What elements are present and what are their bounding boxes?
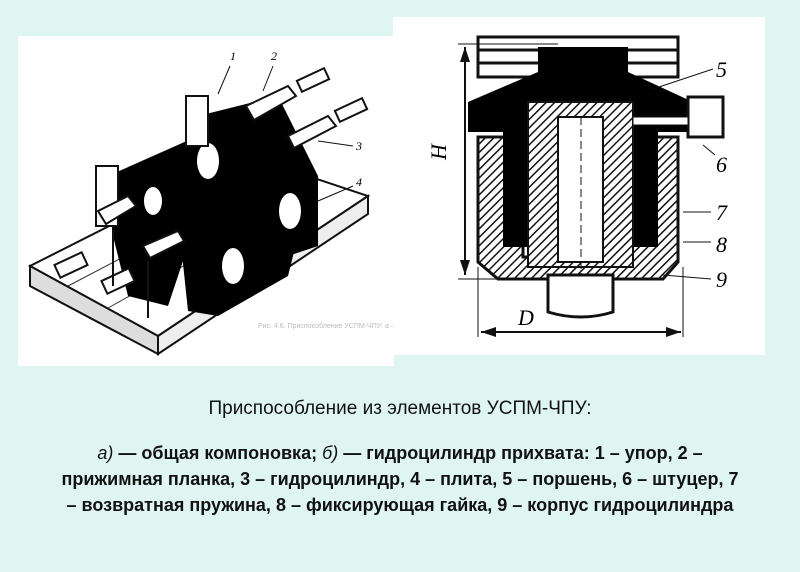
caption-a-text: — общая компоновка;	[113, 443, 323, 463]
slide-title: Приспособление из элементов УСПМ-ЧПУ:	[208, 398, 592, 419]
label-1: 1	[230, 49, 236, 63]
label-3: 3	[355, 139, 362, 153]
dimension-d: D	[517, 305, 534, 330]
dimension-h: H	[426, 143, 451, 161]
figure-b-hydraulic-cylinder: H D 5 6 7 8 9	[393, 17, 765, 355]
label-9: 9	[716, 267, 727, 292]
label-4: 4	[356, 175, 362, 189]
label-8: 8	[716, 232, 727, 257]
slide-caption: а) — общая компоновка; б) — гидроцилиндр…	[60, 440, 740, 518]
label-6: 6	[716, 152, 727, 177]
scan-caption-faded: Рис. 4.6. Приспособление УСПМ-ЧПУ: а — о…	[258, 322, 394, 330]
label-2: 2	[271, 49, 277, 63]
caption-b-text: — гидроцилиндр прихвата: 1 – упор, 2 – п…	[61, 443, 739, 515]
figure-a-fixture-assembly: 1 2 3 4 Рис. 4.6. Приспособление УСПМ-ЧП…	[18, 36, 394, 366]
caption-b-marker: б)	[322, 443, 339, 463]
caption-a-marker: а)	[97, 443, 114, 463]
label-7: 7	[716, 200, 728, 225]
label-5: 5	[716, 57, 727, 82]
